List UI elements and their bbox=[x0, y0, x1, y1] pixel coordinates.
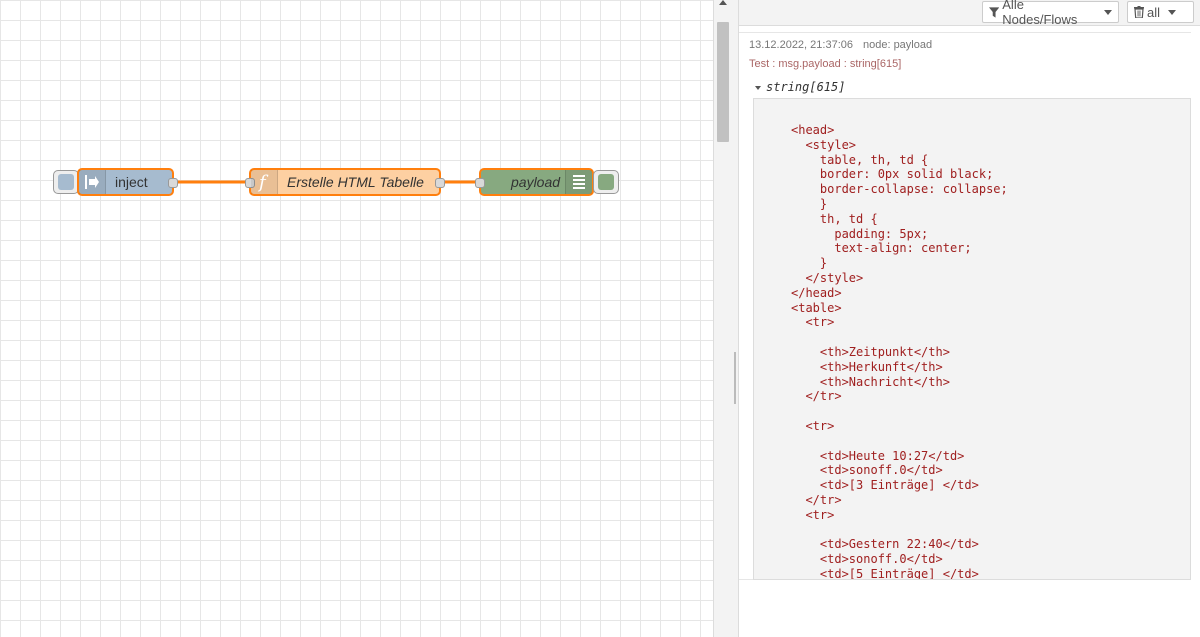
expand-triangle-icon[interactable] bbox=[755, 85, 761, 90]
workspace-vertical-scrollbar[interactable] bbox=[713, 0, 731, 637]
inject-node-icon-area bbox=[79, 170, 106, 194]
function-output-port[interactable] bbox=[435, 178, 445, 188]
debug-message-timestamp: 13.12.2022, 21:37:06 bbox=[749, 39, 853, 51]
filter-icon bbox=[989, 6, 1000, 18]
inject-trigger-button-face bbox=[58, 174, 74, 190]
trash-icon bbox=[1134, 6, 1144, 18]
flow-workspace[interactable]: inject f Erstelle HTML Tabelle payload bbox=[0, 0, 713, 637]
inject-trigger-button[interactable] bbox=[53, 170, 79, 194]
payload-content-box[interactable]: <head> <style> table, th, td { border: 0… bbox=[753, 98, 1191, 580]
filter-nodes-button[interactable]: Alle Nodes/Flows bbox=[982, 0, 1119, 27]
debug-node-label: payload bbox=[511, 174, 561, 190]
debug-message-topic: Test : msg.payload : string[615] bbox=[749, 58, 902, 70]
inject-output-port[interactable] bbox=[168, 178, 178, 188]
flow-wires bbox=[174, 180, 479, 184]
debug-toolbar: Alle Nodes/Flows all bbox=[739, 0, 1200, 27]
inject-node[interactable]: inject bbox=[77, 168, 178, 196]
scroll-up-arrow-icon[interactable] bbox=[719, 0, 727, 5]
list-icon bbox=[573, 175, 585, 189]
inject-arrow-icon bbox=[85, 175, 99, 189]
payload-string-content: <head> <style> table, th, td { border: 0… bbox=[791, 123, 1008, 580]
clear-messages-label: all bbox=[1147, 4, 1161, 20]
debug-toggle-button-face bbox=[598, 174, 614, 190]
chevron-down-icon bbox=[1104, 9, 1112, 15]
debug-input-port[interactable] bbox=[475, 178, 485, 188]
sidebar-splitter[interactable] bbox=[731, 0, 739, 637]
payload-type-toggle[interactable]: string[615] bbox=[755, 80, 845, 94]
workspace-scroll-thumb[interactable] bbox=[717, 22, 729, 142]
debug-message-node-link[interactable]: node: payload bbox=[862, 39, 933, 51]
function-node-icon-area: f bbox=[251, 170, 278, 194]
debug-message: 13.12.2022, 21:37:06 node: payload Test :… bbox=[739, 32, 1191, 580]
payload-type-label: string[615] bbox=[766, 80, 846, 94]
chevron-down-icon[interactable] bbox=[1168, 9, 1177, 15]
debug-node-icon-area bbox=[565, 170, 592, 194]
debug-sidebar: Alle Nodes/Flows all 13.12.2022, 21:37:0… bbox=[739, 0, 1200, 637]
function-node[interactable]: f Erstelle HTML Tabelle bbox=[245, 168, 445, 196]
svg-text:f: f bbox=[257, 172, 269, 192]
function-node-label: Erstelle HTML Tabelle bbox=[287, 174, 424, 190]
debug-toggle-button[interactable] bbox=[593, 170, 619, 194]
clear-messages-button[interactable]: all bbox=[1127, 1, 1194, 23]
splitter-grip-icon[interactable] bbox=[734, 352, 736, 404]
function-input-port[interactable] bbox=[245, 178, 255, 188]
debug-node[interactable]: payload bbox=[475, 168, 594, 196]
function-icon: f bbox=[257, 172, 269, 192]
inject-node-label: inject bbox=[115, 174, 148, 190]
filter-nodes-label: Alle Nodes/Flows bbox=[1002, 0, 1078, 27]
debug-message-meta: 13.12.2022, 21:37:06 node: payload bbox=[749, 39, 932, 51]
